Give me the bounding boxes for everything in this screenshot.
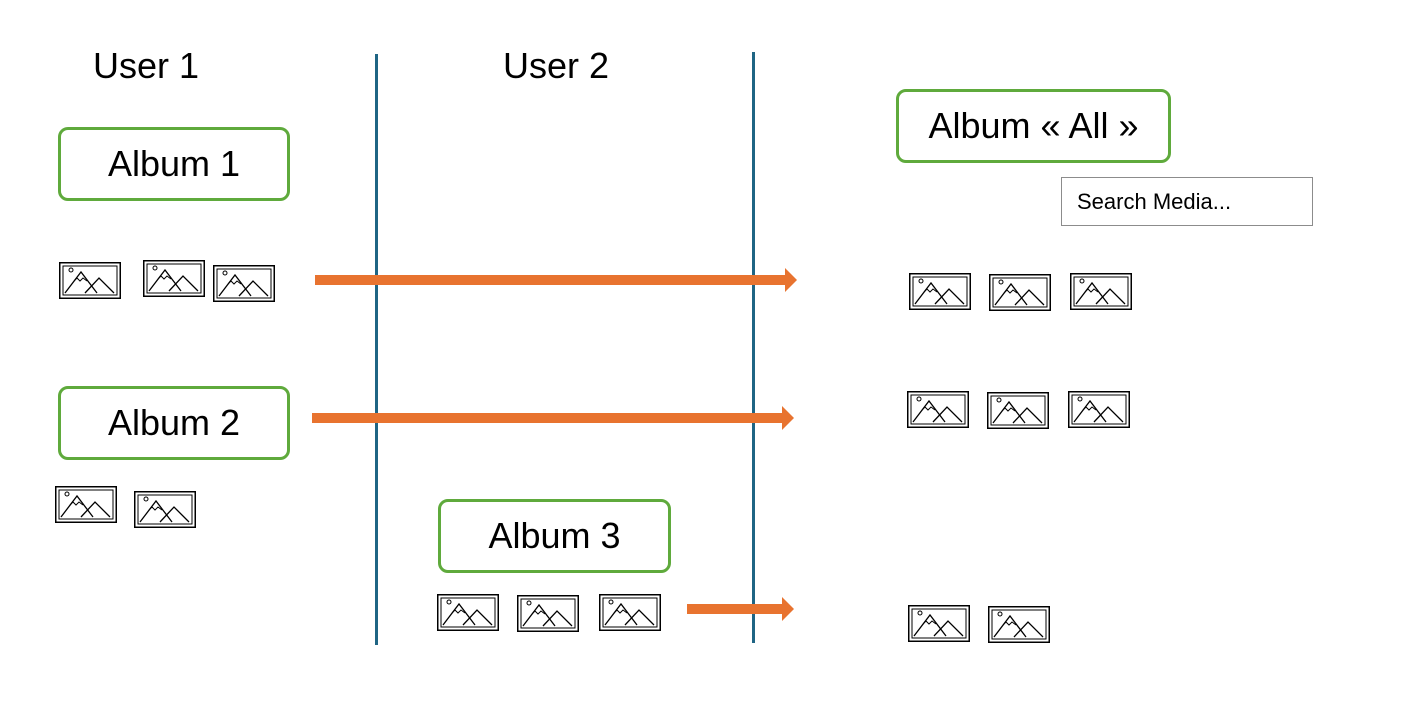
- image-thumbnail-icon[interactable]: [59, 262, 121, 299]
- column-divider-left: [375, 54, 378, 645]
- album-1-box[interactable]: Album 1: [58, 127, 290, 201]
- image-thumbnail-icon[interactable]: [517, 595, 579, 632]
- image-thumbnail-icon[interactable]: [599, 594, 661, 631]
- column-divider-right: [752, 52, 755, 643]
- image-thumbnail-icon[interactable]: [1070, 273, 1132, 310]
- user1-column-label: User 1: [93, 45, 200, 86]
- album-1-label: Album 1: [107, 143, 241, 184]
- arrow-album3-to-all: [687, 597, 794, 621]
- album-all-label: Album « All »: [928, 105, 1139, 146]
- user2-column-label: User 2: [503, 45, 610, 86]
- album-2-label: Album 2: [107, 402, 241, 443]
- search-media-input[interactable]: Search Media...: [1061, 177, 1313, 226]
- image-thumbnail-icon[interactable]: [988, 606, 1050, 643]
- arrow-album2-to-all: [312, 406, 794, 430]
- image-thumbnail-icon[interactable]: [909, 273, 971, 310]
- arrow-album1-to-all: [315, 268, 797, 292]
- search-media-placeholder: Search Media...: [1077, 188, 1232, 214]
- image-thumbnail-icon[interactable]: [143, 260, 205, 297]
- image-thumbnail-icon[interactable]: [908, 605, 970, 642]
- image-thumbnail-icon[interactable]: [437, 594, 499, 631]
- album-3-box[interactable]: Album 3: [438, 499, 671, 573]
- image-thumbnail-icon[interactable]: [213, 265, 275, 302]
- album-all-box[interactable]: Album « All »: [896, 89, 1171, 163]
- image-thumbnail-icon[interactable]: [989, 274, 1051, 311]
- album-2-box[interactable]: Album 2: [58, 386, 290, 460]
- image-thumbnail-icon[interactable]: [907, 391, 969, 428]
- image-thumbnail-icon[interactable]: [134, 491, 196, 528]
- album-3-label: Album 3: [488, 515, 621, 556]
- image-thumbnail-icon[interactable]: [55, 486, 117, 523]
- image-thumbnail-icon[interactable]: [987, 392, 1049, 429]
- image-thumbnail-icon[interactable]: [1068, 391, 1130, 428]
